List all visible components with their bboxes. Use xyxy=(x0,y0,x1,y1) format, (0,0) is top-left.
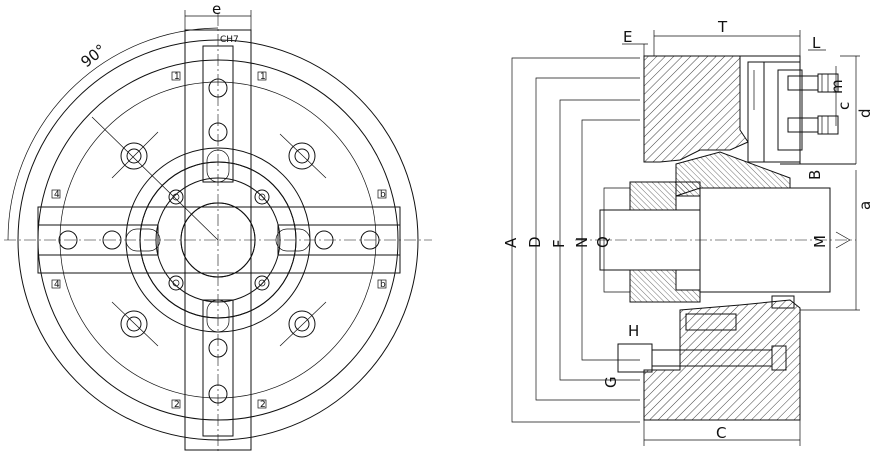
dim-label-c: c xyxy=(835,102,853,110)
dim-label-H: H xyxy=(628,322,639,340)
top-screws xyxy=(787,73,839,135)
mounting-holes xyxy=(111,131,327,347)
angle-arc xyxy=(7,27,219,241)
front-view: 1 1 4 b 4 b 2 2 e CH7 90° xyxy=(4,0,432,454)
dim-label-a: a xyxy=(856,201,874,210)
jaw-mark: 1 xyxy=(260,72,266,82)
dim-label-m: m xyxy=(828,79,846,94)
jaw-marks: 1 1 4 b 4 b 2 2 xyxy=(51,71,387,410)
dim-label-Q: Q xyxy=(594,236,612,248)
body-top-section xyxy=(643,55,749,163)
dim-label-e: e xyxy=(212,0,221,18)
jaw-mark: 4 xyxy=(54,190,60,200)
dim-label-G: G xyxy=(602,376,620,388)
dim-label-F: F xyxy=(550,239,568,248)
dim-label-C: C xyxy=(716,424,726,442)
jaw-mark: 4 xyxy=(54,280,60,290)
dim-label-B: B xyxy=(806,170,824,180)
jaw-mark: 1 xyxy=(174,72,180,82)
taper-wedge xyxy=(675,151,791,197)
hub-screws xyxy=(168,189,270,291)
jaw-mark: b xyxy=(380,190,386,200)
dim-label-T: T xyxy=(717,18,728,36)
angle-label: 90° xyxy=(77,41,109,72)
bottom-screws xyxy=(617,295,795,373)
dim-label-N: N xyxy=(573,237,591,248)
jaw-mark: b xyxy=(380,280,386,290)
jaw-mark: 2 xyxy=(260,400,266,410)
dim-label-M: M xyxy=(811,235,829,248)
body-bottom-section xyxy=(643,299,801,421)
jaw-mark: 2 xyxy=(174,400,180,410)
dim-label-D: D xyxy=(526,236,544,248)
dim-label-E: E xyxy=(623,28,632,46)
dim-label-A: A xyxy=(502,237,520,248)
fit-label: CH7 xyxy=(220,35,239,45)
section-view: A D F N Q M E T L m c d B a H G C xyxy=(502,18,874,446)
dim-label-d: d xyxy=(856,108,874,118)
hub-sleeve-bottom xyxy=(629,269,701,303)
dim-label-L: L xyxy=(812,34,821,52)
